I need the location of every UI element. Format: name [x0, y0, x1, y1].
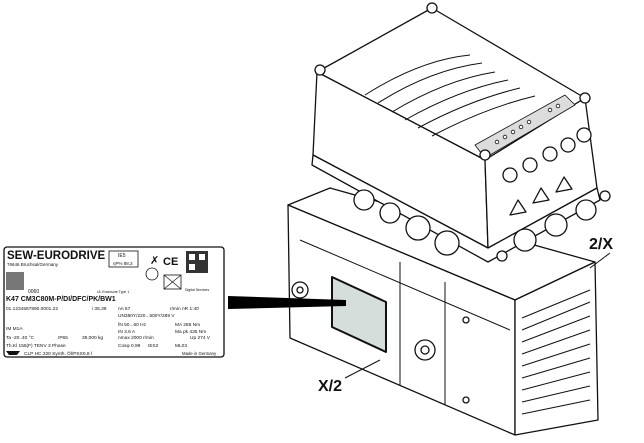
- screw-plugs: [353, 189, 597, 256]
- nameplate: SEW-EURODRIVE 76646 Bruchsal/Germany IE5…: [3, 246, 225, 358]
- digital-services: Digital Services: [185, 288, 209, 292]
- ratio: i 35,39: [92, 306, 107, 312]
- weee-icon: ✗: [150, 255, 159, 267]
- address: 76646 Bruchsal/Germany: [7, 262, 59, 267]
- ambient-temp: Ta -20..40 °C: [6, 335, 35, 341]
- ies-class: IES2: [148, 343, 159, 349]
- efficiency-box: [108, 250, 139, 268]
- efficiency-value: ηP% 88,3: [113, 261, 133, 266]
- output-speed: nA 57: [118, 306, 131, 312]
- ce-mark: CE: [163, 256, 178, 268]
- rpm-ratio: r/min nR 1:40: [170, 306, 199, 312]
- serial-short: 0060: [28, 289, 39, 295]
- brand-logo: SEW-EURODRIVE: [7, 250, 105, 262]
- cable-glands: [502, 127, 592, 183]
- up-voltage: Up 274 V: [190, 335, 211, 341]
- current: IN 3.6 A: [118, 329, 136, 335]
- ul-enclosure: UL Enclosure Type 1: [97, 290, 129, 294]
- ul-mark-icon: [145, 267, 159, 281]
- motor-housing: [287, 187, 599, 436]
- frequency: fN 50...60 Hz: [118, 322, 147, 328]
- label-x2: X/2: [318, 378, 342, 395]
- label-2x: 2/X: [589, 236, 613, 253]
- display-window: [331, 276, 387, 353]
- pointer-arrow: [228, 296, 346, 309]
- leader-line-right: [589, 252, 611, 269]
- oil-can-icon: [6, 351, 20, 355]
- ip-rating: IP65: [58, 335, 68, 341]
- max-speed: nmax 2000 r/min: [118, 335, 154, 341]
- mounting-position: IM M1A: [6, 326, 23, 332]
- efficiency-class: IE5: [118, 253, 126, 259]
- cooling-fins: [514, 261, 599, 436]
- ml-code: ML03: [175, 343, 187, 349]
- voltage: UN380Y/220...500Y/289 V: [118, 313, 175, 319]
- made-in: Made in Germany: [182, 351, 217, 356]
- warning-icons: [509, 176, 573, 216]
- output-torque: MA 285 Nm: [175, 322, 200, 328]
- weight: 35,000 kg: [82, 335, 103, 341]
- serial-number: 01.1234567890.0001.22: [6, 306, 58, 312]
- type-designation: K47 CM3C80M-P/DI/DFC/PK/BW1: [6, 296, 116, 303]
- lubricant: CLP HC 220 Synth. Öl/PSS0,8 l: [24, 350, 92, 357]
- power-factor: Cosφ 0,99: [118, 343, 141, 349]
- thermal-class: Th.Kl 155(F) TENV 3 Phase: [6, 343, 66, 349]
- matrix-code-icon: [6, 272, 24, 290]
- peak-torque: Ma pk 435 Nm: [175, 329, 206, 335]
- leader-line-front: [344, 359, 381, 379]
- electronics-cover: [311, 2, 611, 263]
